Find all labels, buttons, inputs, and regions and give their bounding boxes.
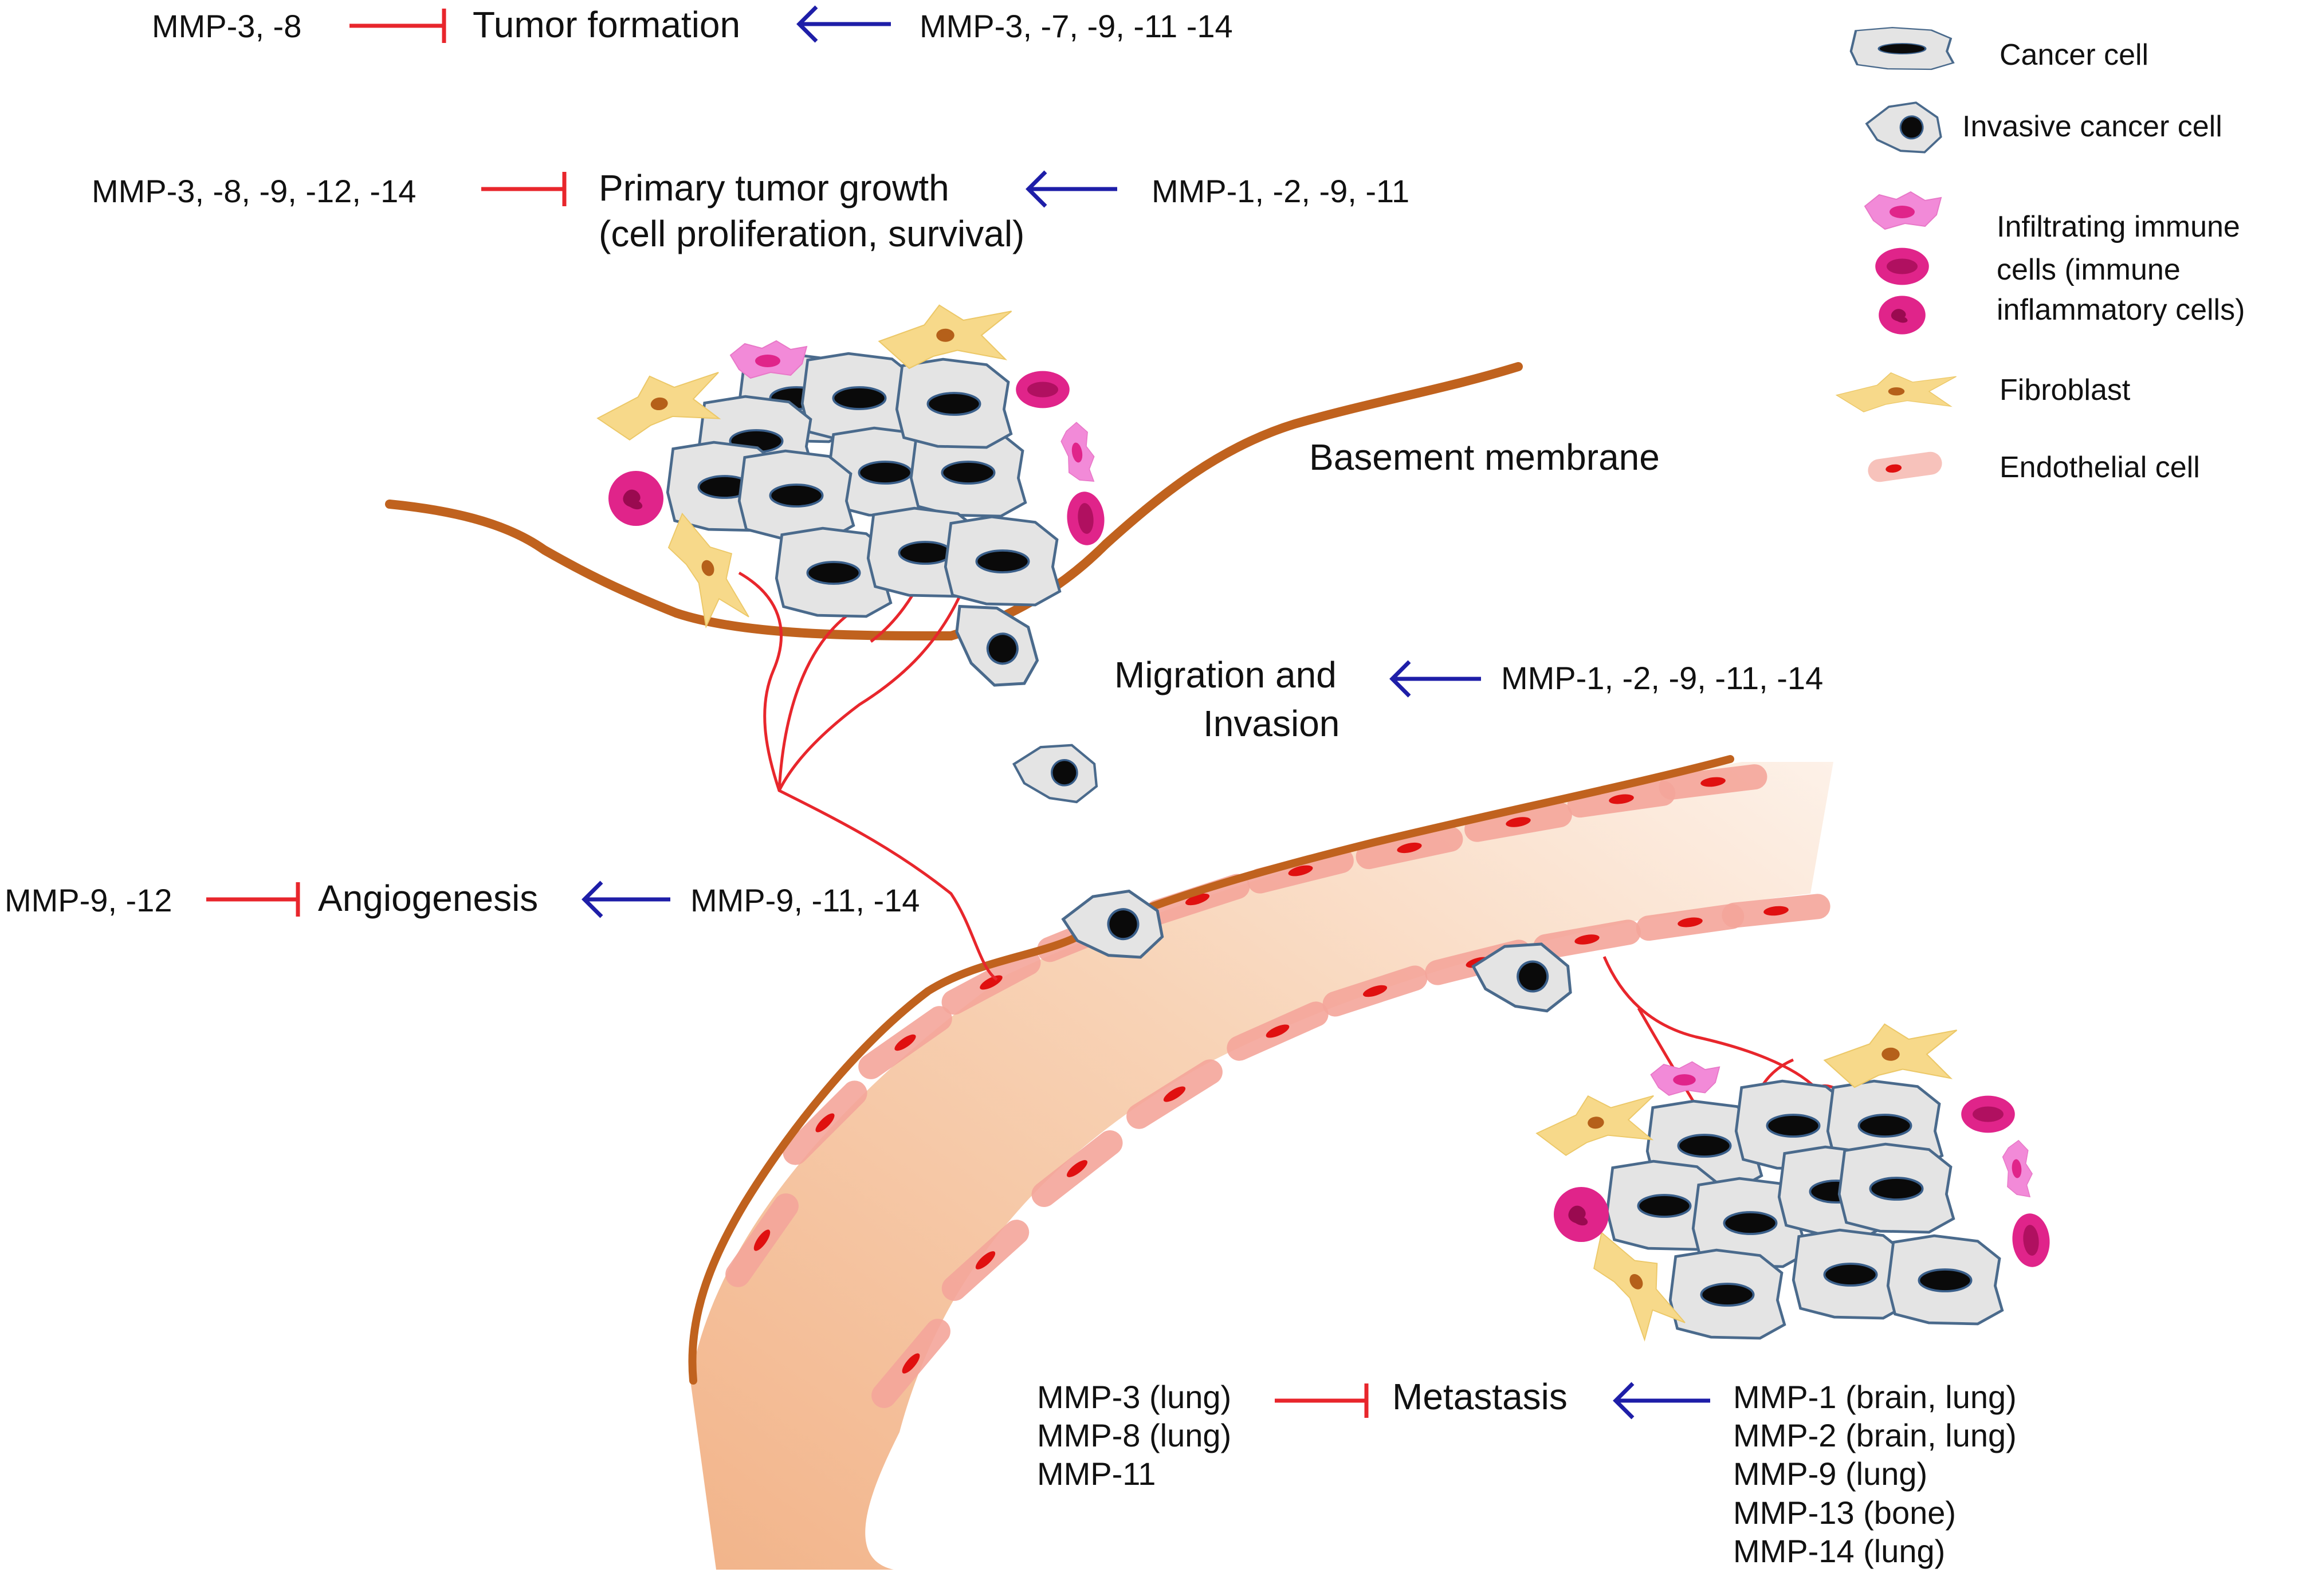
legend-icons <box>1836 27 1957 482</box>
blood-vessel <box>690 762 1833 1570</box>
metastasis-inhibitor-item: MMP-8 (lung) <box>1037 1417 1232 1454</box>
promote-primary-growth <box>1026 170 1117 208</box>
inhibit-tumor-formation <box>349 9 446 43</box>
legend-endothelial-label: Endothelial cell <box>2000 451 2200 484</box>
legend-fibroblast-label: Fibroblast <box>2000 374 2131 407</box>
legend-immune-label-3: inflammatory cells) <box>1997 293 2245 327</box>
legend-invasive-cell-label: Invasive cancer cell <box>1962 110 2222 143</box>
legend-immune-label-2: cells (immune <box>1997 253 2181 286</box>
migration-label-2: Invasion <box>1203 703 1340 744</box>
basement-membrane-label: Basement membrane <box>1309 437 1660 478</box>
metastasis-label: Metastasis <box>1392 1376 1568 1417</box>
metastasis-inhibitor-item: MMP-3 (lung) <box>1037 1379 1232 1415</box>
legend-infiltrating-cell-icon <box>1864 191 1942 230</box>
primary-growth-label-2: (cell proliferation, survival) <box>599 213 1025 254</box>
migration-promoters: MMP-1, -2, -9, -11, -14 <box>1501 660 1824 696</box>
tumor-formation-label: Tumor formation <box>473 4 741 45</box>
metastasis-inhibitor-item: MMP-11 <box>1037 1456 1156 1492</box>
promote-angiogenesis <box>582 880 670 918</box>
primary-growth-inhibitors: MMP-3, -8, -9, -12, -14 <box>92 173 417 209</box>
legend-immune-oval-icon <box>1875 247 1929 285</box>
primary-growth-promoters: MMP-1, -2, -9, -11 <box>1152 173 1410 209</box>
basement-membrane-line <box>385 362 1523 641</box>
regulation-arrows <box>206 5 1710 1420</box>
promote-metastasis <box>1613 1382 1710 1420</box>
legend-fibroblast-icon <box>1836 372 1957 412</box>
primary-tumor <box>592 304 1107 635</box>
vessel-basement-membrane <box>688 755 1734 1385</box>
legend-cancer-cell-icon <box>1851 27 1954 69</box>
metastasis-promoter-item: MMP-2 (brain, lung) <box>1733 1417 2017 1454</box>
angiogenesis-inhibitors: MMP-9, -12 <box>5 882 172 918</box>
inhibit-angiogenesis <box>206 882 300 917</box>
inhibit-metastasis <box>1275 1383 1369 1418</box>
promote-migration <box>1389 660 1481 698</box>
legend-endothelial-icon <box>1868 451 1942 482</box>
primary-growth-label-1: Primary tumor growth <box>599 167 949 209</box>
migration-label-1: Migration and <box>1114 654 1337 695</box>
promote-tumor-formation <box>796 5 891 43</box>
metastatic-tumor <box>1533 1023 2052 1349</box>
metastasis-promoter-item: MMP-1 (brain, lung) <box>1733 1379 2017 1415</box>
inhibit-primary-growth <box>481 172 567 206</box>
legend-immune-round-icon <box>1879 296 1926 335</box>
angiogenesis-promoters: MMP-9, -11, -14 <box>690 882 920 918</box>
legend-immune-label-1: Infiltrating immune <box>1997 210 2240 243</box>
angiogenesis-label: Angiogenesis <box>318 878 539 919</box>
metastasis-promoter-item: MMP-13 (bone) <box>1733 1494 1957 1531</box>
legend-cancer-cell-label: Cancer cell <box>2000 38 2149 72</box>
metastasis-promoter-item: MMP-14 (lung) <box>1733 1532 1946 1569</box>
tumor-formation-inhibitors: MMP-3, -8 <box>152 8 302 44</box>
legend-invasive-cell-icon <box>1861 85 1951 168</box>
metastasis-inhibitors: MMP-3 (lung) MMP-8 (lung) MMP-11 <box>1037 1378 1231 1493</box>
metastasis-promoter-item: MMP-9 (lung) <box>1733 1456 1928 1492</box>
metastasis-promoters: MMP-1 (brain, lung) MMP-2 (brain, lung) … <box>1733 1378 2017 1570</box>
tumor-formation-promoters: MMP-3, -7, -9, -11 -14 <box>920 8 1233 44</box>
